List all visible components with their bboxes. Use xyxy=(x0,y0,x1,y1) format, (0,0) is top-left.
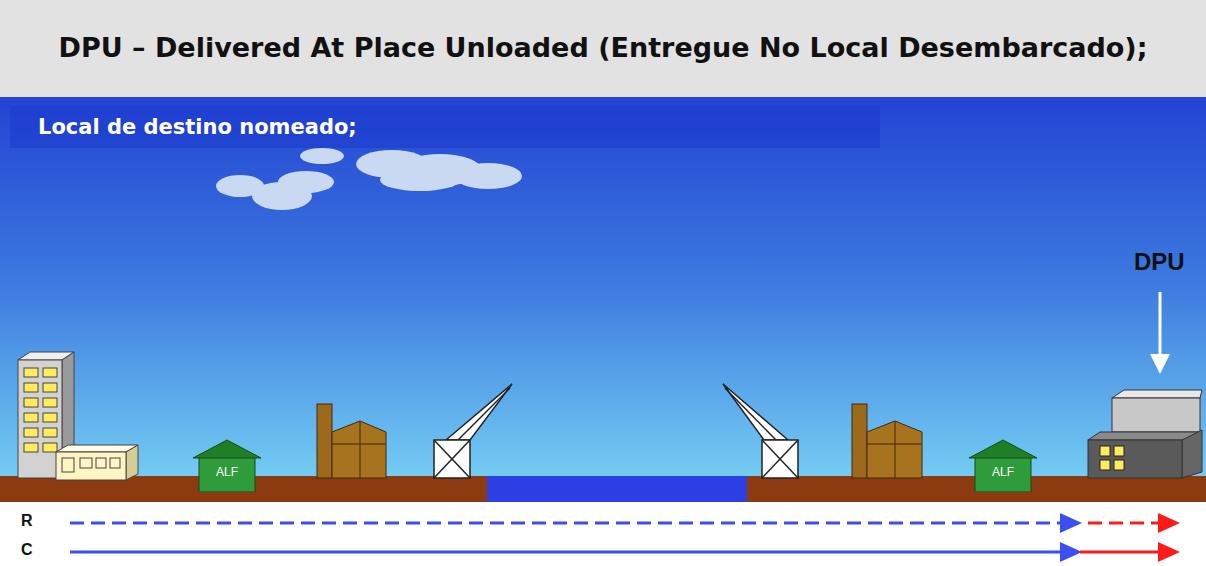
risk-head-seller xyxy=(1060,513,1082,533)
window xyxy=(110,458,120,468)
title-band xyxy=(0,0,1206,97)
risk-buyer xyxy=(1088,522,1160,525)
window xyxy=(1100,446,1110,456)
factory-right xyxy=(852,404,922,478)
factory-line xyxy=(867,444,922,445)
window xyxy=(24,443,38,452)
low-building-front xyxy=(56,452,126,480)
factory-body xyxy=(332,421,386,478)
factory-body xyxy=(867,421,922,478)
cost-seller xyxy=(70,551,1062,554)
window xyxy=(43,428,57,437)
risk-head-buyer xyxy=(1158,513,1180,533)
chimney xyxy=(852,404,867,478)
lower-block xyxy=(1088,440,1182,478)
crane-cross xyxy=(434,440,470,478)
window xyxy=(1114,460,1124,470)
cloud xyxy=(380,169,460,191)
cost-buyer xyxy=(1080,551,1162,554)
node-text: ALF xyxy=(192,465,262,479)
sky xyxy=(0,97,1206,477)
risk-letter: R xyxy=(21,512,33,530)
chimney xyxy=(317,404,332,478)
building-windows xyxy=(1100,446,1124,470)
crane-arm xyxy=(723,384,788,440)
destination-building xyxy=(1088,390,1202,478)
page-title: DPU – Delivered At Place Unloaded (Entre… xyxy=(0,30,1206,66)
crane-arm xyxy=(446,384,512,440)
cloud xyxy=(454,163,522,189)
cost-letter: C xyxy=(21,541,33,559)
incoterm-marker: DPU xyxy=(1134,248,1185,276)
window xyxy=(1100,460,1110,470)
upper-top xyxy=(1112,390,1202,398)
crane-cross xyxy=(762,440,798,478)
tower-front xyxy=(18,360,62,478)
destination-band: Local de destino nomeado; xyxy=(10,106,880,148)
water xyxy=(487,476,747,502)
window xyxy=(43,413,57,422)
tower-windows xyxy=(24,368,57,452)
low-building-top xyxy=(56,445,138,452)
low-building-side xyxy=(126,445,138,480)
customs-house: ALF xyxy=(192,438,262,492)
crane-brace xyxy=(458,388,510,440)
lower-top xyxy=(1088,432,1200,440)
window xyxy=(43,398,57,407)
clouds xyxy=(216,148,522,210)
office-tower xyxy=(18,352,74,478)
window xyxy=(24,413,38,422)
factory-left xyxy=(317,404,386,478)
window xyxy=(1114,446,1124,456)
house-roof xyxy=(969,440,1037,458)
crane-right xyxy=(723,384,798,478)
cost-line xyxy=(70,542,1180,562)
node-text: Local de destino nomeado; xyxy=(38,106,357,148)
window xyxy=(24,368,38,377)
upper-block xyxy=(1112,398,1200,432)
house-roof xyxy=(193,440,261,458)
window xyxy=(43,443,57,452)
window xyxy=(96,458,106,468)
factory-line xyxy=(360,421,361,478)
window xyxy=(43,368,57,377)
window xyxy=(43,383,57,392)
window xyxy=(24,398,38,407)
crane-cross xyxy=(434,440,470,478)
window xyxy=(24,383,38,392)
risk-line xyxy=(70,513,1180,533)
lower-side xyxy=(1182,430,1202,478)
delivery-pointer xyxy=(1150,292,1170,374)
crane-base xyxy=(762,440,798,478)
risk-seller xyxy=(70,522,1060,525)
tower-side xyxy=(62,352,74,478)
pointer-head xyxy=(1150,354,1170,374)
factory-line xyxy=(332,444,386,445)
crane-brace xyxy=(725,388,776,440)
cost-head-buyer xyxy=(1158,542,1180,562)
cloud xyxy=(300,148,344,164)
low-building xyxy=(56,445,138,480)
crane-base xyxy=(434,440,470,478)
cost-head-seller xyxy=(1060,542,1082,562)
pointer-line xyxy=(1159,292,1162,358)
node-text: ALF xyxy=(968,465,1038,479)
factory-line xyxy=(895,421,896,478)
cloud xyxy=(278,171,334,193)
crane-cross xyxy=(762,440,798,478)
customs-house: ALF xyxy=(968,438,1038,492)
window xyxy=(24,428,38,437)
crane-left xyxy=(434,384,512,478)
door xyxy=(62,458,74,472)
window xyxy=(80,458,92,468)
